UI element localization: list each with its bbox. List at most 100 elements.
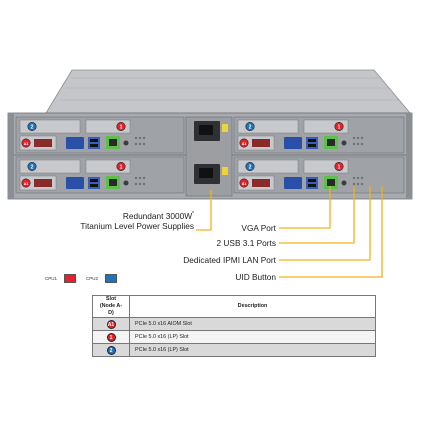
aiom-icon: [21, 138, 31, 148]
psu-callout-superscript: *: [192, 211, 194, 217]
psu-bottom: [194, 164, 228, 184]
aiom-port: [34, 179, 52, 187]
usb-callout-label: 2 USB 3.1 Ports: [216, 238, 277, 248]
vent-hole: [134, 176, 138, 180]
description-cell: PCIe 5.0 x16 (LP) Slot: [129, 343, 376, 357]
aiom-icon-text: A1: [242, 182, 247, 186]
description-column-header: Description: [129, 295, 376, 318]
vga-callout-label: VGA Port: [241, 223, 276, 233]
slot-2-icon: [245, 162, 255, 172]
slot-2-icon-text: 2: [249, 164, 252, 170]
vga-port: [284, 137, 302, 149]
aiom-port: [34, 139, 52, 147]
slot-header-subtext: (Node A-D): [99, 303, 123, 316]
aiom-icon-text: A1: [242, 142, 247, 146]
slot-header-text: Slot: [105, 296, 117, 302]
vga-callout-line: [279, 186, 331, 229]
vent-hole: [352, 182, 356, 186]
usb-ports: [88, 177, 100, 189]
slot-1-icon: [116, 162, 126, 172]
ipmi-callout-label: Dedicated IPMI LAN Port: [183, 255, 276, 265]
slot-1-badge: 1: [106, 332, 116, 342]
vent-hole: [138, 142, 142, 146]
ipmi-callout-line: [279, 186, 371, 261]
usb-port-b: [308, 184, 316, 187]
legend-cpu2-swatch: [105, 274, 117, 283]
slot-1-icon-text: 1: [120, 164, 123, 170]
vga-port: [66, 137, 84, 149]
callout-lines: [196, 186, 383, 278]
chassis-top-ribs: [60, 77, 400, 101]
vent-hole: [360, 182, 364, 186]
slot-2-icon-text: 2: [31, 164, 34, 170]
node-tray-b: 2 1A1: [233, 116, 405, 154]
usb-port-a: [308, 179, 316, 182]
vent-hole: [142, 182, 146, 186]
uid-button: [341, 180, 347, 186]
psu-callout-line2: Titanium Level Power Supplies: [80, 220, 194, 231]
usb-port-a: [90, 139, 98, 142]
vent-hole: [138, 182, 142, 186]
vent-hole: [356, 176, 360, 180]
aiom-port: [252, 179, 270, 187]
uid-button: [123, 140, 129, 146]
slot-2-icon: [245, 122, 255, 132]
slot-2-icon: [27, 162, 37, 172]
usb-ports: [306, 177, 318, 189]
vent-hole: [138, 176, 142, 180]
usb-ports: [88, 137, 100, 149]
slot-1-icon-text: 1: [338, 124, 341, 130]
aiom-port: [252, 139, 270, 147]
vent-hole: [352, 142, 356, 146]
node-tray-d: 2 1A1: [233, 156, 405, 194]
uid-callout-label: UID Button: [235, 272, 276, 282]
usb-port-b: [90, 184, 98, 187]
table-row: 1 PCIe 5.0 x16 (LP) Slot: [92, 330, 376, 344]
vent-hole: [134, 136, 138, 140]
slot-1-icon: [334, 162, 344, 172]
slot-2-icon-text: 2: [249, 124, 252, 130]
legend-cpu1-label: CPU1: [45, 276, 58, 281]
vent-hole: [142, 176, 146, 180]
vent-hole: [356, 142, 360, 146]
vent-hole: [360, 142, 364, 146]
vga-port: [66, 177, 84, 189]
vga-port: [284, 177, 302, 189]
slot-1-icon-text: 1: [338, 164, 341, 170]
slot-2-icon-text: 2: [31, 124, 34, 130]
power-callout-line: [196, 190, 212, 231]
vent-hole: [360, 176, 364, 180]
ipmi-lan-socket: [109, 139, 117, 146]
usb-callout-line: [279, 186, 355, 244]
vent-hole: [142, 136, 146, 140]
left-rack-ear: [8, 113, 14, 199]
uid-button: [341, 140, 347, 146]
vent-hole: [142, 142, 146, 146]
legend-cpu2-label: CPU2: [86, 276, 99, 281]
aiom-icon: [239, 138, 249, 148]
description-cell: PCIe 5.0 x16 (LP) Slot: [129, 330, 376, 344]
usb-port-b: [90, 144, 98, 147]
slot-1-icon: [334, 122, 344, 132]
psu-top: [194, 121, 228, 141]
slot-column-header: Slot (Node A-D): [92, 295, 130, 318]
vent-hole: [138, 136, 142, 140]
table-header-row: Slot (Node A-D) Description: [92, 295, 376, 318]
vent-hole: [352, 176, 356, 180]
vent-hole: [356, 182, 360, 186]
slot-1-icon: [116, 122, 126, 132]
vent-hole: [352, 136, 356, 140]
aiom-slot-badge: A1: [106, 319, 116, 329]
table-row: 2 PCIe 5.0 x16 (LP) Slot: [92, 343, 376, 357]
right-rack-ear: [406, 113, 412, 199]
slot-description-table: Slot (Node A-D) Description A1 PCIe 5.0 …: [92, 295, 376, 357]
usb-port-a: [308, 139, 316, 142]
usb-ports: [306, 137, 318, 149]
vent-hole: [134, 182, 138, 186]
slot-cell: A1: [92, 317, 130, 331]
slot-cell: 1: [92, 330, 130, 344]
uid-button: [123, 180, 129, 186]
